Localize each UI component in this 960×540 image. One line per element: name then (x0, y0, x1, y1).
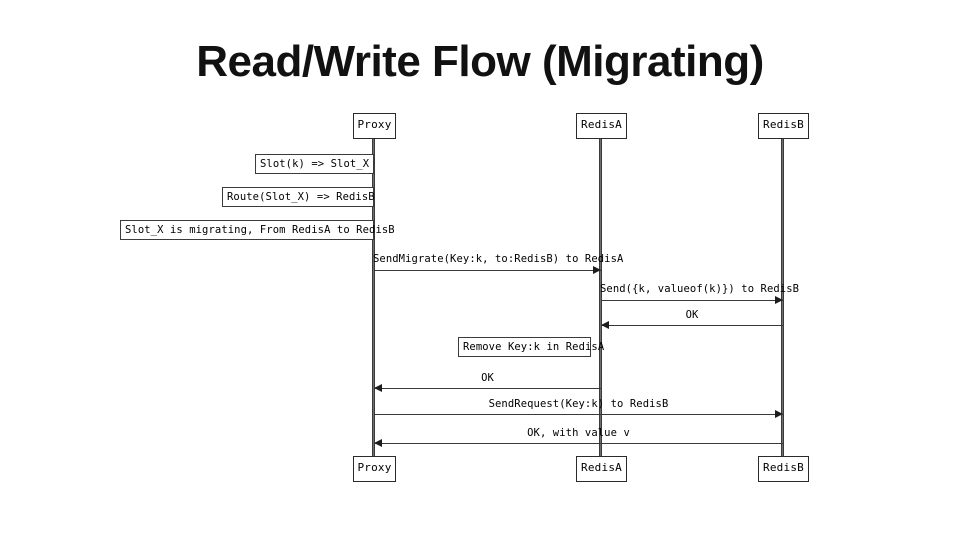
message-arrowhead-send-kv (775, 295, 783, 304)
message-line-ok-a-to-proxy (374, 388, 601, 389)
note-slot-mapping: Slot(k) => Slot_X (255, 154, 374, 174)
message-line-sendrequest (374, 414, 783, 415)
message-arrowhead-sendrequest (775, 409, 783, 418)
participant-redisb-top[interactable]: RedisB (758, 113, 809, 139)
message-label-sendrequest: SendRequest(Key:k) to RedisB (488, 398, 669, 410)
message-label-ok-value: OK, with value v (527, 427, 630, 439)
message-line-ok-b-to-a (601, 325, 783, 326)
message-label-sendmigrate: SendMigrate(Key:k, to:RedisB) to RedisA (373, 253, 624, 265)
note-slot-migrating: Slot_X is migrating, From RedisA to Redi… (120, 220, 395, 240)
participant-redisb-bottom[interactable]: RedisB (758, 456, 809, 482)
message-arrowhead-ok-b-to-a (601, 320, 609, 329)
message-label-ok-a-to-proxy: OK (481, 372, 494, 384)
message-line-ok-value (374, 443, 783, 444)
page-title: Read/Write Flow (Migrating) (196, 37, 764, 86)
participant-proxy-bottom[interactable]: Proxy (353, 456, 396, 482)
note-remove-key: Remove Key:k in RedisA (458, 337, 604, 357)
lifeline-proxy (372, 139, 375, 457)
message-label-send-kv: Send({k, valueof(k)}) to RedisB (600, 283, 800, 295)
message-arrowhead-ok-value (374, 438, 382, 447)
message-arrowhead-ok-a-to-proxy (374, 383, 382, 392)
message-line-send-kv (601, 300, 783, 301)
message-label-ok-b-to-a: OK (685, 309, 699, 321)
participant-proxy-top[interactable]: Proxy (353, 113, 396, 139)
lifeline-redisa (599, 139, 602, 457)
message-line-sendmigrate (374, 270, 601, 271)
participant-redisa-top[interactable]: RedisA (576, 113, 627, 139)
participant-redisa-bottom[interactable]: RedisA (576, 456, 627, 482)
message-arrowhead-sendmigrate (593, 265, 601, 274)
note-route-mapping: Route(Slot_X) => RedisB (222, 187, 375, 207)
